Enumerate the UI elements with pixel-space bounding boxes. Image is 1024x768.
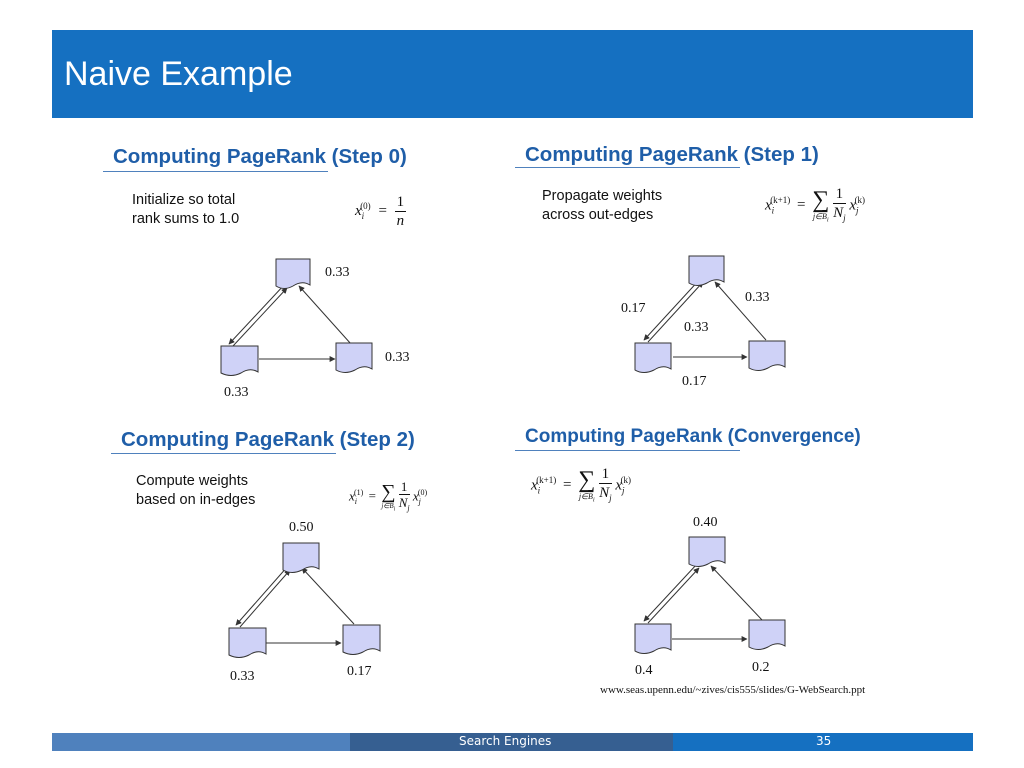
footer-segment-left — [52, 733, 350, 751]
edge-left-to-top — [232, 287, 288, 347]
convergence-formula: xi(k+1) = ∑ j∈Bi 1 Nj xj(k) — [531, 466, 632, 504]
edge-left-to-top — [647, 281, 704, 343]
node-left — [634, 623, 672, 654]
title-underline — [515, 450, 740, 451]
footer-bar: Search Engines 35 — [52, 733, 973, 751]
panel-title: Computing PageRank (Step 2) — [121, 428, 415, 451]
description-line: across out-edges — [542, 207, 654, 223]
edge-top-to-left — [643, 563, 698, 622]
edge-top-to-left — [235, 565, 289, 626]
description-line: rank sums to 1.0 — [132, 211, 240, 227]
panel-convergence: Computing PageRank (Convergence) xi(k+1)… — [515, 425, 965, 705]
node-right — [335, 342, 373, 373]
node-left-value: 0.4 — [635, 663, 653, 678]
node-top — [688, 536, 726, 567]
label-bottom: 0.17 — [682, 374, 707, 389]
description-line: Compute weights — [136, 473, 249, 489]
node-top — [275, 258, 311, 289]
node-right — [748, 619, 786, 650]
edge-top-to-left — [643, 277, 702, 341]
pagerank-graph: 0.50 0.33 0.17 — [228, 520, 381, 684]
node-right-value: 0.17 — [347, 664, 372, 679]
node-top-value: 0.33 — [325, 265, 350, 280]
pagerank-graph: 0.40 0.4 0.2 — [634, 515, 786, 678]
edge-top-to-left — [228, 283, 286, 345]
panel-description: Propagate weights across out-edges — [542, 187, 662, 225]
node-top — [282, 542, 320, 573]
source-citation: www.seas.upenn.edu/~zives/cis555/slides/… — [600, 684, 866, 696]
edge-left-to-top — [239, 569, 291, 628]
panel-step-2: Computing PageRank (Step 2) Compute weig… — [111, 427, 561, 707]
footer-segment-right — [673, 733, 973, 751]
edge-right-to-top — [301, 567, 355, 625]
node-left-value: 0.33 — [224, 385, 249, 400]
node-right — [342, 624, 381, 655]
panel-title: Computing PageRank (Convergence) — [525, 426, 861, 447]
footer-segment-middle — [350, 733, 673, 751]
node-top — [688, 255, 725, 286]
init-formula: xi(0) = 1 n — [355, 194, 407, 229]
node-right-value: 0.33 — [385, 350, 410, 365]
pagerank-graph: 0.33 0.33 0.33 — [220, 258, 410, 400]
title-bar: Naive Example — [52, 30, 973, 118]
footer-section-title: Search Engines — [459, 734, 552, 748]
node-right-value: 0.2 — [752, 660, 770, 675]
label-left-top: 0.17 — [621, 301, 646, 316]
panel-step-1: Computing PageRank (Step 1) Propagate we… — [515, 141, 965, 421]
step2-formula: xi(1) = ∑ j∈Bi 1 Nj xj(0) — [349, 479, 428, 513]
node-top-value: 0.50 — [289, 520, 314, 535]
title-underline — [103, 171, 328, 172]
title-underline — [515, 167, 740, 168]
slide-title: Naive Example — [64, 55, 293, 93]
propagate-formula: xi(k+1) = ∑ j∈Bi 1 Nj xj(k) — [765, 186, 866, 224]
node-right — [748, 340, 786, 371]
panel-title: Computing PageRank (Step 1) — [525, 143, 819, 166]
panel-title: Computing PageRank (Step 0) — [113, 145, 407, 168]
label-center: 0.33 — [684, 320, 709, 335]
node-left — [220, 345, 259, 376]
edge-right-to-top — [710, 565, 764, 622]
description-line: based on in-edges — [136, 492, 256, 508]
label-top-right: 0.33 — [745, 290, 770, 305]
edge-right-to-top — [714, 281, 767, 341]
panel-description: Initialize so total rank sums to 1.0 — [132, 191, 239, 229]
panel-step-0: Computing PageRank (Step 0) Initialize s… — [103, 143, 553, 423]
node-top-value: 0.40 — [693, 515, 718, 530]
edge-left-to-top — [647, 567, 700, 624]
title-underline — [111, 453, 336, 454]
edge-right-to-top — [298, 285, 352, 345]
node-left — [634, 342, 672, 373]
pagerank-graph: 0.33 0.17 0.33 0.17 — [621, 255, 786, 389]
description-line: Propagate weights — [542, 188, 663, 204]
panel-description: Compute weights based on in-edges — [136, 472, 255, 510]
node-left — [228, 627, 267, 658]
page-number: 35 — [816, 734, 832, 748]
node-left-value: 0.33 — [230, 669, 255, 684]
description-line: Initialize so total — [132, 192, 236, 208]
